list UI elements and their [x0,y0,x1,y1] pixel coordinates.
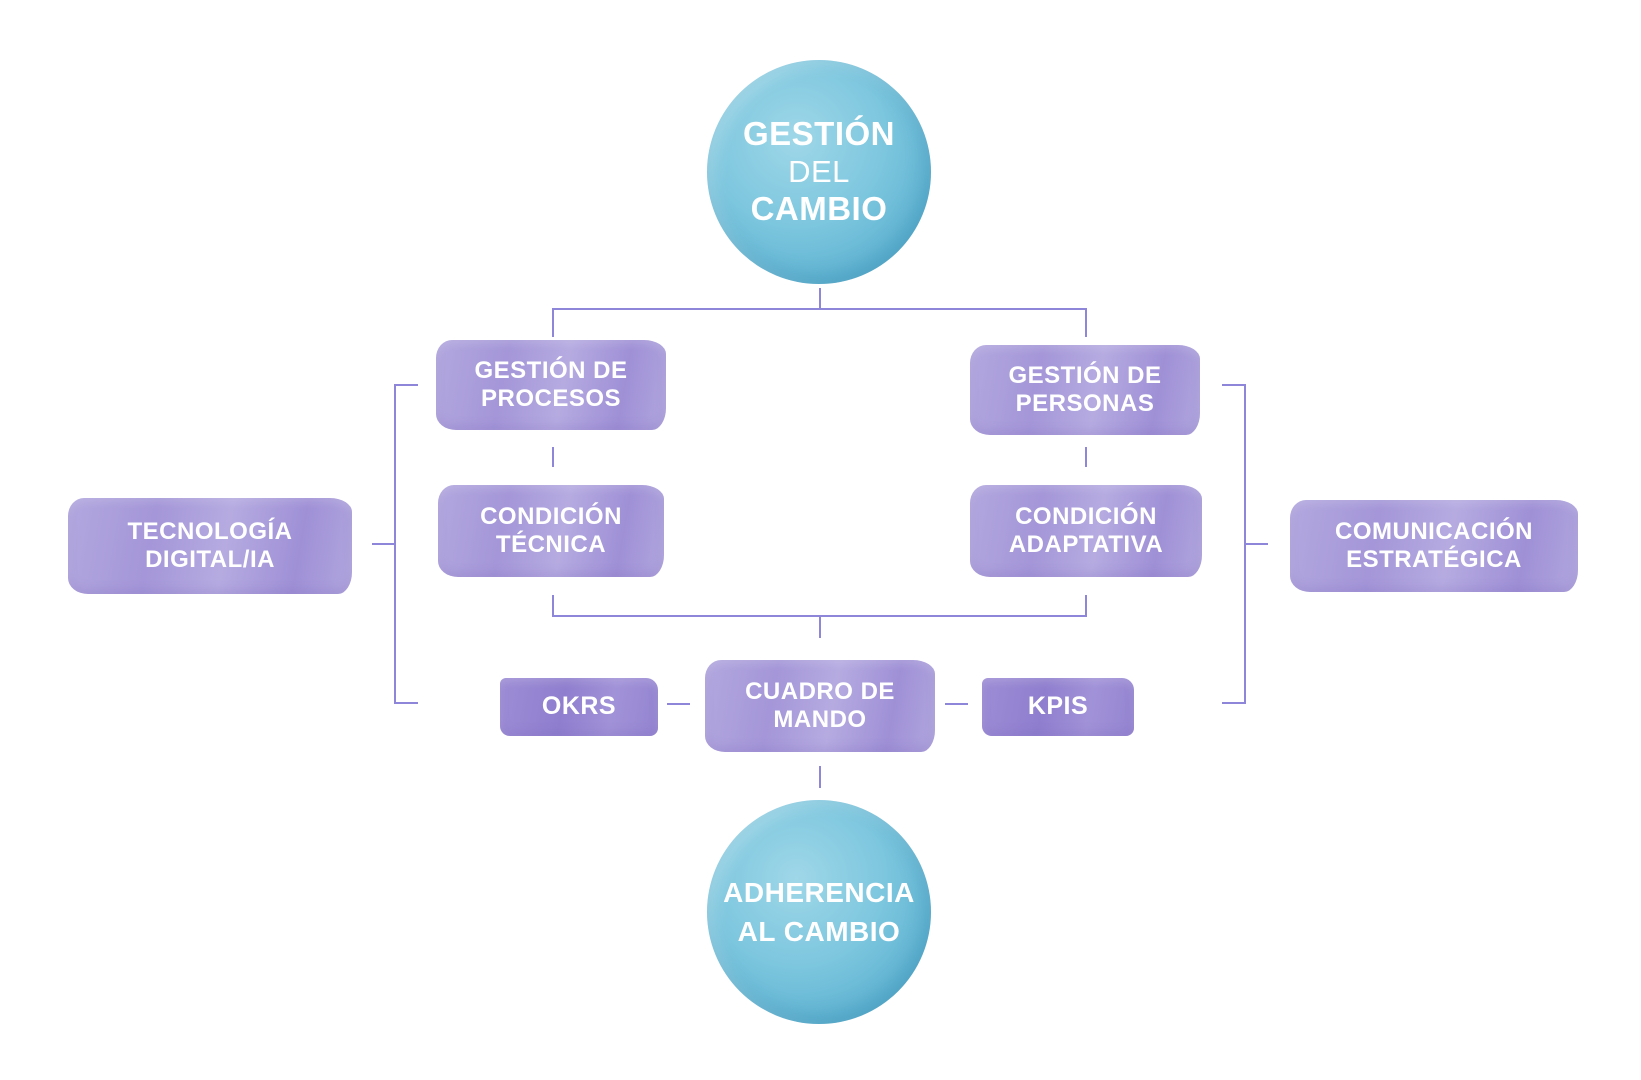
connector-lower-bracket [552,595,1087,617]
kpis-label: KPIS [1027,692,1089,721]
gestion-de-personas-line2: PERSONAS [1015,390,1155,417]
condicion-adaptativa-line1: CONDICIÓN [1015,502,1157,530]
comunicacion-estrategica-line1: COMUNICACIÓN [1335,517,1533,545]
gestion-de-personas-line1: GESTIÓN DE [1008,361,1162,389]
tecnologia-digital-line1: TECNOLOGÍA [127,517,293,545]
gestion-del-cambio-circle: GESTIÓN DEL CAMBIO [707,60,931,284]
tecnologia-digital-line2: DIGITAL/IA [145,546,275,573]
gestion-de-procesos-box: GESTIÓN DE PROCESOS [436,340,666,430]
gestion-de-personas-box: GESTIÓN DE PERSONAS [970,345,1200,435]
adherencia-al-cambio-circle: ADHERENCIA AL CAMBIO [707,800,931,1024]
gestion-del-cambio-line2: DEL [788,154,850,190]
comunicacion-estrategica-box: COMUNICACIÓN ESTRATÉGICA [1290,500,1578,592]
gestion-de-procesos-line1: GESTIÓN DE [474,356,628,384]
condicion-adaptativa-box: CONDICIÓN ADAPTATIVA [970,485,1202,577]
connector-top-bracket [552,308,1087,337]
gestion-del-cambio-line1: GESTIÓN [742,115,896,153]
cuadro-de-mando-line1: CUADRO DE [745,677,895,705]
kpis-box: KPIS [982,678,1134,736]
condicion-tecnica-line2: TÉCNICA [495,531,607,558]
gestion-del-cambio-line3: CAMBIO [750,189,888,227]
cuadro-de-mando-box: CUADRO DE MANDO [705,660,935,752]
condicion-tecnica-line1: CONDICIÓN [480,502,622,530]
adherencia-line2: AL CAMBIO [737,916,901,947]
okrs-box: OKRS [500,678,658,736]
okrs-label: OKRS [541,692,617,721]
tecnologia-digital-box: TECNOLOGÍA DIGITAL/IA [68,498,352,594]
comunicacion-estrategica-line2: ESTRATÉGICA [1346,546,1522,573]
cuadro-de-mando-line2: MANDO [773,706,867,733]
gestion-de-procesos-line2: PROCESOS [480,385,622,412]
condicion-adaptativa-line2: ADAPTATIVA [1008,531,1164,558]
connector-right-outer-bracket [1222,384,1246,704]
condicion-tecnica-box: CONDICIÓN TÉCNICA [438,485,664,577]
adherencia-line1: ADHERENCIA [723,876,915,908]
connector-left-outer-bracket [394,384,418,704]
